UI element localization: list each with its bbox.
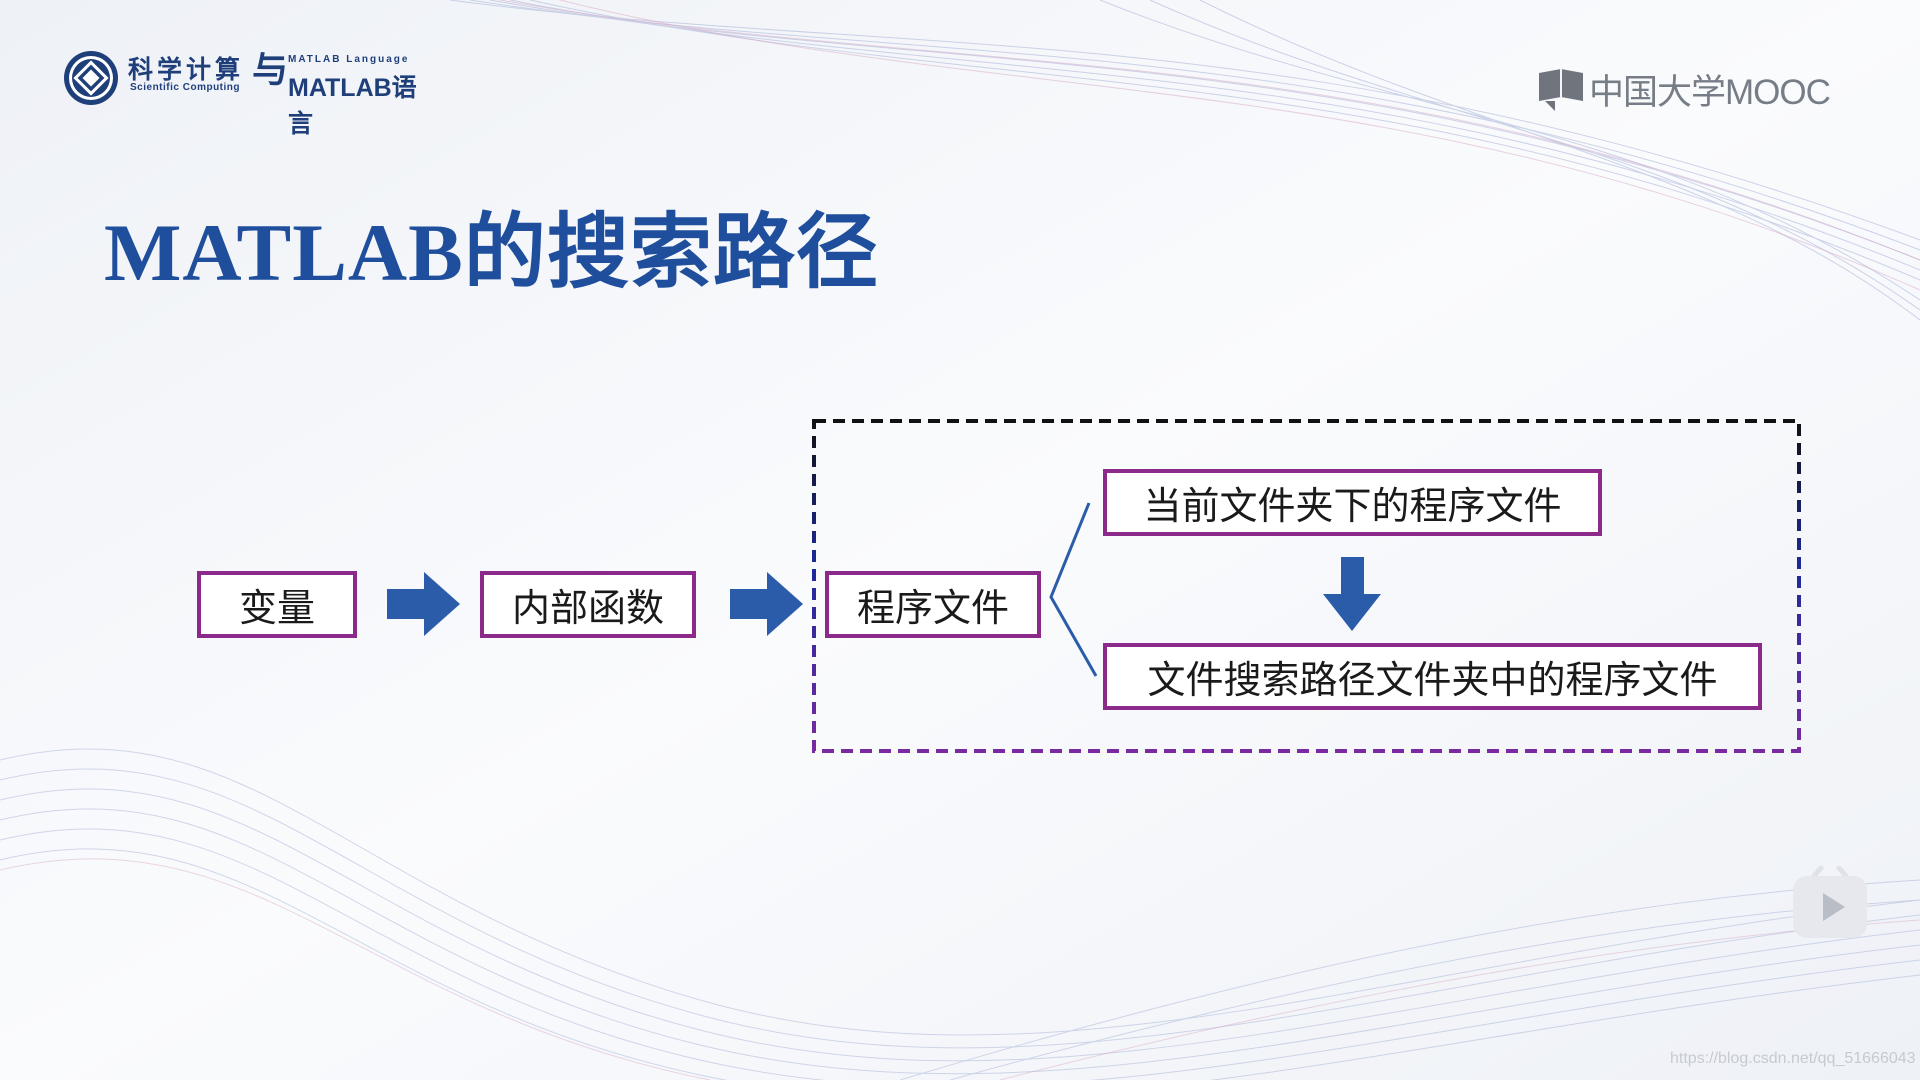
- course-logo: 科学计算 Scientific Computing 与 MATLAB Langu…: [62, 48, 428, 138]
- play-icon[interactable]: [1790, 866, 1870, 942]
- mooc-label: 中国大学MOOC: [1589, 73, 1831, 112]
- slide-title: MATLAB的搜索路径: [104, 207, 879, 298]
- builtin-function-box: 内部函数: [480, 571, 696, 638]
- arrow-down-icon: [1323, 557, 1381, 631]
- mooc-book-icon: [1539, 68, 1583, 111]
- file-search-group-frame: [812, 419, 1801, 753]
- logo-chinese: 科学计算: [128, 55, 245, 84]
- arrow-right-1-icon: [387, 572, 460, 636]
- logo-yu: 与: [252, 49, 289, 91]
- arrow-right-2-icon: [730, 572, 803, 636]
- logo-scientific: Scientific Computing: [130, 82, 240, 93]
- university-seal-icon: [64, 51, 118, 105]
- program-file-box: 程序文件: [825, 571, 1041, 638]
- mooc-brand: 中国大学MOOC: [1535, 64, 1831, 115]
- logo-text: 科学计算 Scientific Computing 与 MATLAB Langu…: [128, 48, 428, 138]
- brace-connector: [1049, 502, 1098, 677]
- current-folder-box: 当前文件夹下的程序文件: [1103, 469, 1602, 536]
- logo-matlab-cn: MATLAB语言: [288, 74, 417, 138]
- search-path-box: 文件搜索路径文件夹中的程序文件: [1103, 643, 1762, 710]
- logo-matlab-language: MATLAB Language: [288, 54, 410, 65]
- variable-box: 变量: [197, 571, 357, 638]
- watermark: https://blog.csdn.net/qq_51666043: [1670, 1050, 1916, 1067]
